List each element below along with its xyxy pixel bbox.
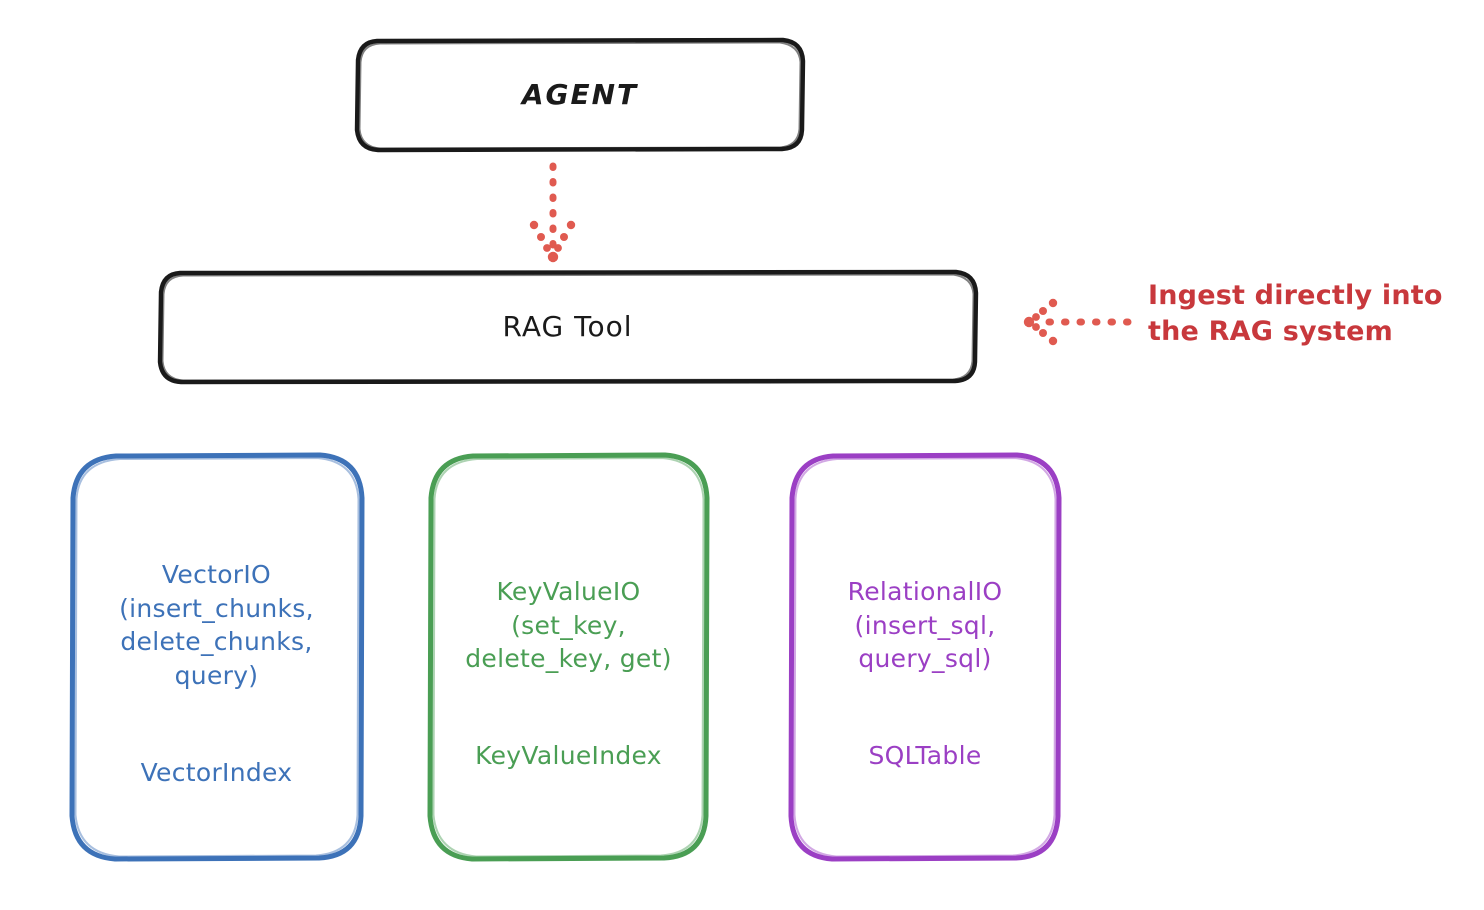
arrowhead-down-icon <box>529 220 576 263</box>
node-rag-tool-label: RAG Tool <box>502 310 633 344</box>
vector-io-spacer <box>119 692 314 722</box>
connector-agent-to-rag-tool <box>529 162 576 263</box>
node-key-value-io-label: KeyValueIO (set_key, delete_key, get) <box>465 577 672 673</box>
node-vector-io-text: VectorIO (insert_chunks, delete_chunks, … <box>119 525 314 790</box>
node-relational-io[interactable]: RelationalIO (insert_sql, query_sql) SQL… <box>788 452 1062 862</box>
node-key-value-io-secondary-label: KeyValueIndex <box>475 741 662 770</box>
node-agent[interactable]: AGENT <box>354 37 806 153</box>
arrowhead-left-icon <box>1023 298 1058 346</box>
relational-io-spacer <box>848 676 1003 706</box>
connector-ingest-to-rag-tool <box>1023 298 1132 346</box>
annotation-ingest: Ingest directly into the RAG system <box>1148 280 1443 347</box>
node-vector-io-label: VectorIO (insert_chunks, delete_chunks, … <box>119 560 314 690</box>
node-key-value-io-text: KeyValueIO (set_key, delete_key, get) Ke… <box>465 542 672 773</box>
node-relational-io-text: RelationalIO (insert_sql, query_sql) SQL… <box>848 542 1003 773</box>
node-key-value-io[interactable]: KeyValueIO (set_key, delete_key, get) Ke… <box>427 452 710 862</box>
node-relational-io-secondary-label: SQLTable <box>868 741 982 770</box>
node-rag-tool[interactable]: RAG Tool <box>157 269 979 385</box>
key-value-io-spacer <box>465 676 672 706</box>
node-relational-io-label: RelationalIO (insert_sql, query_sql) <box>847 577 1003 673</box>
node-vector-io[interactable]: VectorIO (insert_chunks, delete_chunks, … <box>68 452 365 862</box>
node-vector-io-secondary-label: VectorIndex <box>140 757 293 787</box>
node-agent-label: AGENT <box>521 78 639 112</box>
